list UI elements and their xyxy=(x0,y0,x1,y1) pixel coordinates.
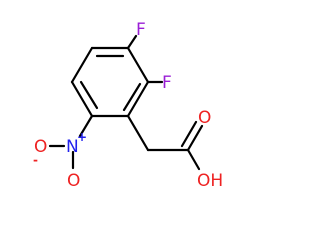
ring-bond-c5-c6 xyxy=(70,46,94,84)
ring-double-bond-inner-left xyxy=(79,80,99,110)
ring-bond-c4-c5 xyxy=(70,80,94,118)
bond-c-o-double-2 xyxy=(180,120,198,148)
molecule-svg: F F N + O - O O OH xyxy=(33,20,223,191)
bonds xyxy=(48,34,204,171)
nitro-oxygen-bottom-label: O xyxy=(67,171,80,191)
ring-bond-c1-c2 xyxy=(126,46,150,84)
fluorine-right-label: F xyxy=(162,73,172,93)
nitro-oxygen-left-charge: - xyxy=(33,153,38,167)
bond-c-oh xyxy=(186,148,201,171)
bond-c3-ch2 xyxy=(126,114,150,152)
carbonyl-oxygen-label: O xyxy=(198,108,211,128)
fluorine-top-label: F xyxy=(136,20,146,40)
nitro-nitrogen-charge: + xyxy=(77,130,87,144)
ring-bond-c2-c3 xyxy=(126,80,150,118)
nitro-nitrogen-label: N xyxy=(66,137,79,157)
ring-double-bond-inner-right xyxy=(122,82,142,112)
structure-diagram: F F N + O - O O OH xyxy=(33,20,223,191)
nitro-oxygen-left-label: O xyxy=(34,137,47,157)
bond-c-o-double-1 xyxy=(186,124,204,152)
bond-c4-n xyxy=(78,114,94,138)
bond-c1-f xyxy=(126,34,138,50)
hydroxyl-label: OH xyxy=(197,171,223,191)
